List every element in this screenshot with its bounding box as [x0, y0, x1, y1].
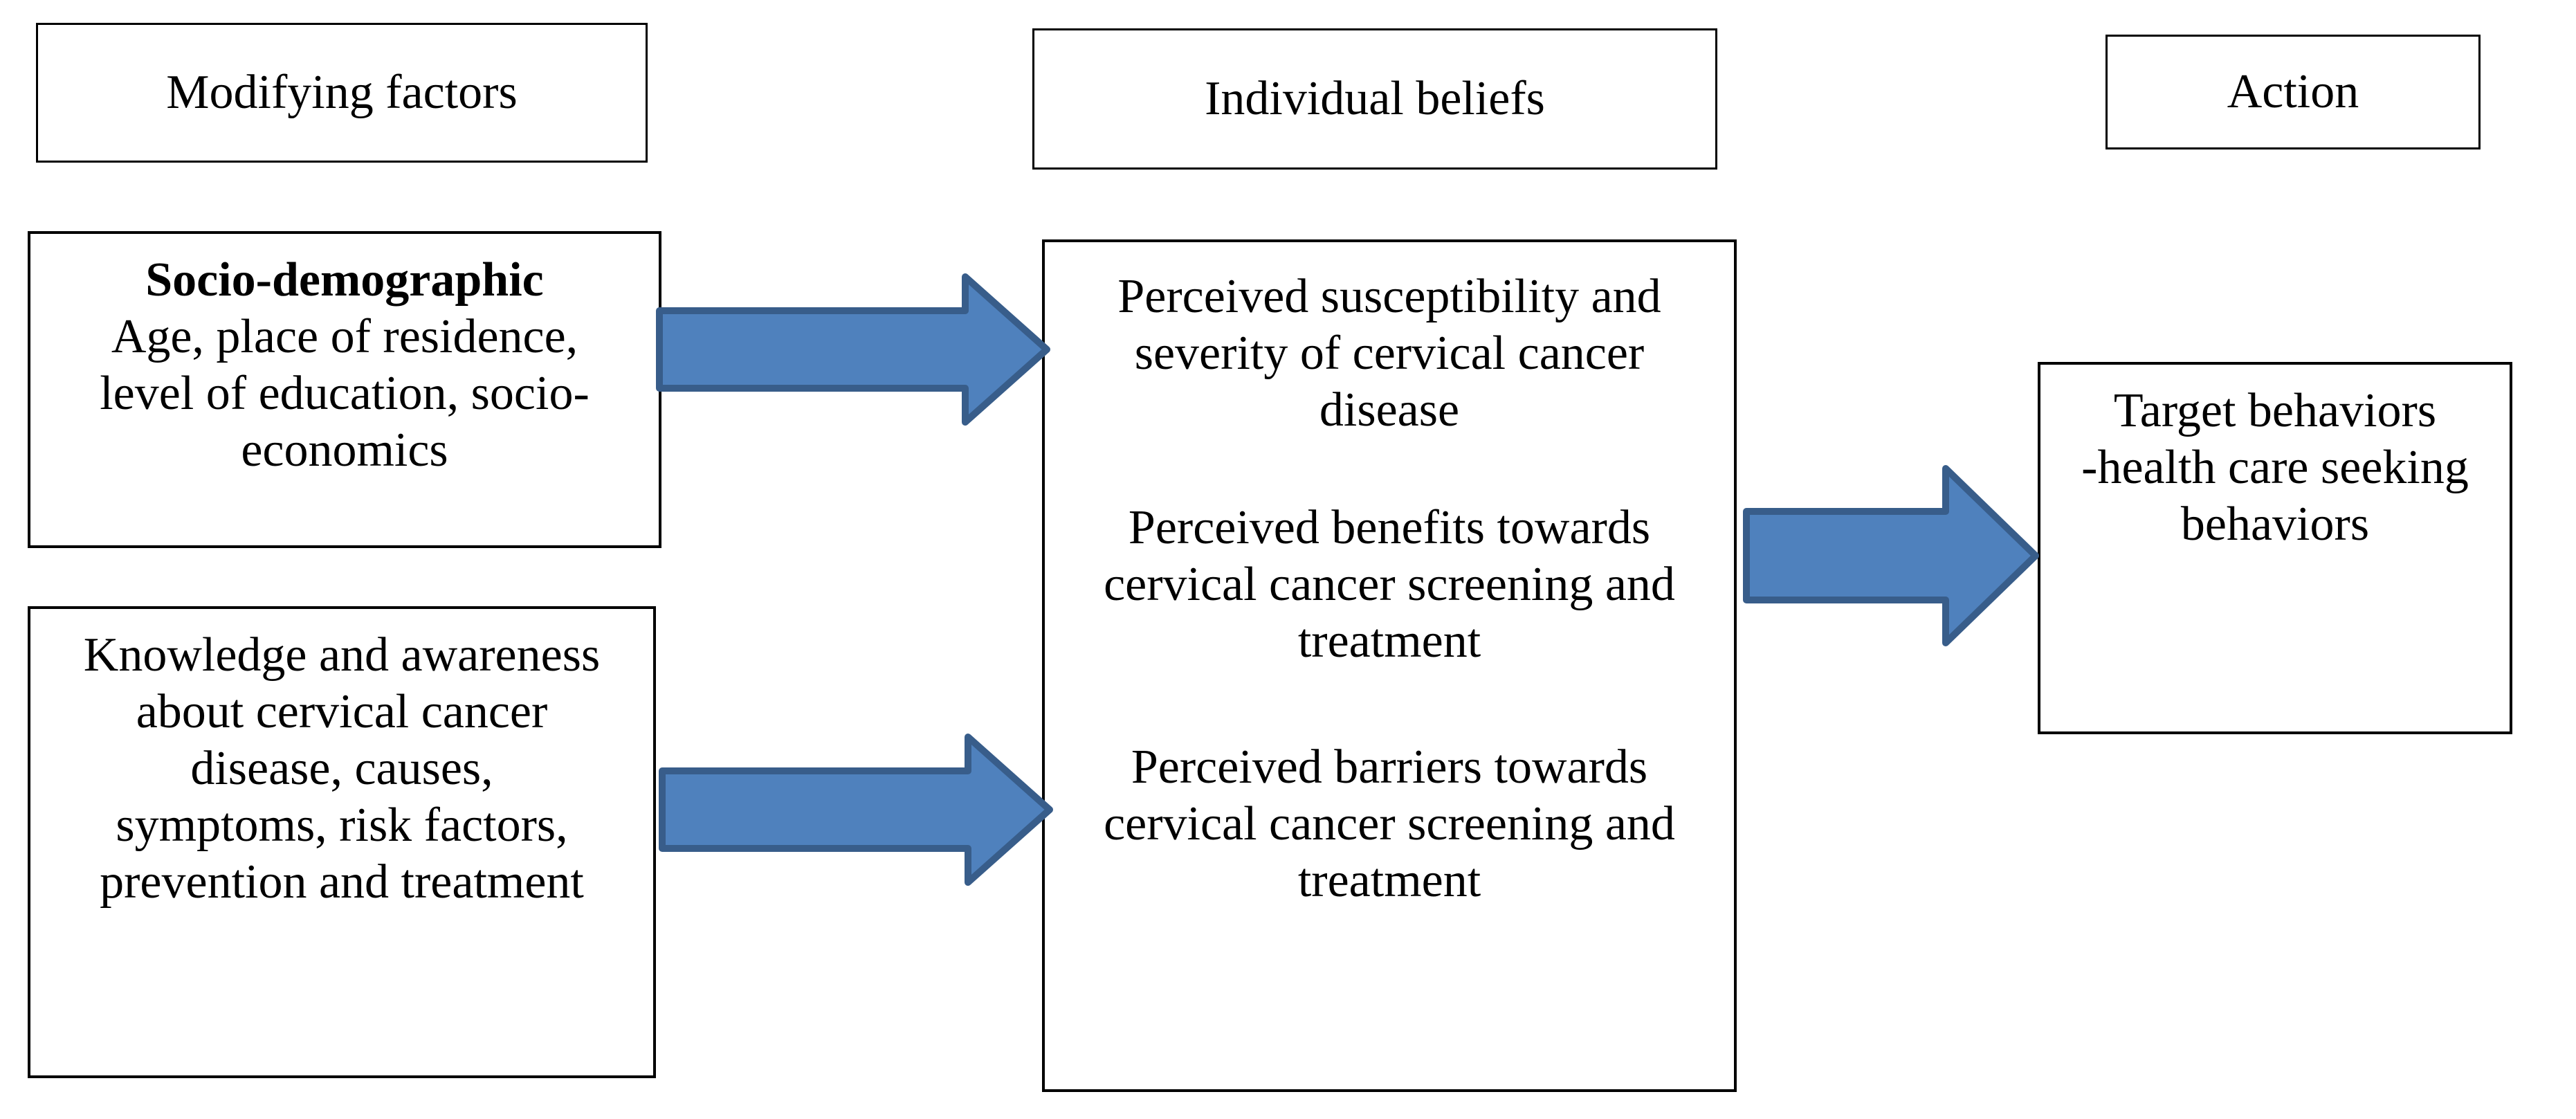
- target-line: -health care seeking: [2081, 441, 2469, 494]
- arrow-socio-to-beliefs-icon: [656, 273, 1050, 426]
- beliefs-line: treatment: [1297, 615, 1481, 668]
- knowledge-line: symptoms, risk factors,: [116, 799, 568, 852]
- beliefs-line: cervical cancer screening and: [1104, 797, 1675, 850]
- knowledge-line: about cervical cancer: [136, 685, 548, 738]
- beliefs-line: Perceived benefits towards: [1128, 501, 1651, 554]
- arrow-beliefs-to-action-icon: [1743, 465, 2039, 646]
- socio-title: Socio-demographic: [145, 253, 544, 307]
- beliefs-line: treatment: [1297, 854, 1481, 907]
- beliefs-line: cervical cancer screening and: [1104, 558, 1675, 611]
- beliefs-line: Perceived barriers towards: [1131, 740, 1648, 794]
- arrow-knowledge-to-beliefs-icon: [659, 734, 1053, 886]
- header-modifying-factors-label: Modifying factors: [166, 66, 518, 119]
- beliefs-line: Perceived susceptibility and: [1117, 270, 1661, 323]
- knowledge-line: Knowledge and awareness: [83, 628, 601, 682]
- box-knowledge-awareness: Knowledge and awareness about cervical c…: [28, 606, 656, 1078]
- beliefs-line: severity of cervical cancer: [1134, 327, 1645, 380]
- arrow-beliefs-to-action-shape: [1743, 465, 2039, 646]
- header-action: Action: [2105, 35, 2481, 149]
- socio-line: economics: [241, 424, 448, 477]
- socio-line: level of education, socio-: [100, 367, 590, 420]
- header-individual-beliefs: Individual beliefs: [1032, 28, 1717, 170]
- arrow-socio-to-beliefs-shape: [656, 273, 1050, 426]
- header-modifying-factors: Modifying factors: [36, 23, 648, 163]
- arrow-knowledge-to-beliefs-shape: [659, 734, 1053, 886]
- para-perceived-barriers: Perceived barriers towards cervical canc…: [1045, 739, 1734, 909]
- box-target-behaviors: Target behaviors -health care seeking be…: [2038, 362, 2512, 734]
- socio-line: Age, place of residence,: [111, 310, 578, 363]
- target-line: Target behaviors: [2113, 384, 2437, 437]
- knowledge-line: disease, causes,: [190, 742, 493, 795]
- knowledge-line: prevention and treatment: [100, 855, 584, 909]
- box-individual-beliefs: Perceived susceptibility and severity of…: [1042, 239, 1737, 1092]
- para-perceived-susceptibility: Perceived susceptibility and severity of…: [1045, 269, 1734, 439]
- para-perceived-benefits: Perceived benefits towards cervical canc…: [1045, 500, 1734, 670]
- target-line: behaviors: [2180, 498, 2370, 551]
- beliefs-line: disease: [1319, 383, 1460, 437]
- header-action-label: Action: [2227, 65, 2359, 118]
- header-individual-beliefs-label: Individual beliefs: [1205, 72, 1545, 125]
- box-socio-demographic: Socio-demographic Age, place of residenc…: [28, 231, 661, 548]
